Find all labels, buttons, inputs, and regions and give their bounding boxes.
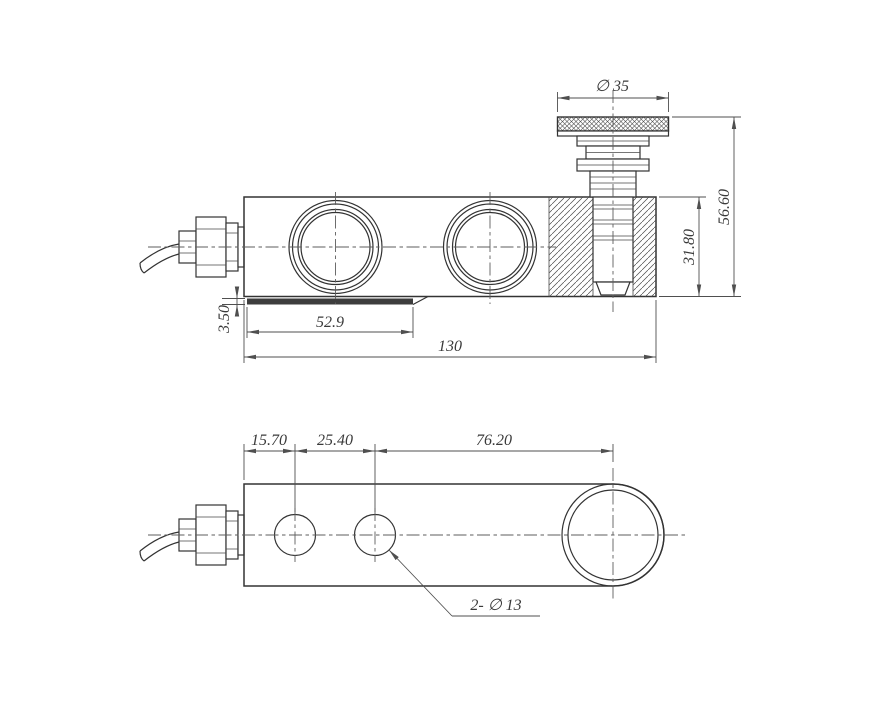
cable-outline-bottom [143,253,180,274]
dim-cap-diameter: ∅ 35 [557,78,669,112]
dim-slot-length: 52.9 [246,307,414,338]
dim-label-slot-length: 52.9 [316,314,344,331]
dim-label-gap: 3.50 [216,305,233,334]
dim-label-total-height: 56.60 [716,189,733,225]
dim-total-height: 56.60 [659,116,741,297]
dim-label-cap-diameter: ∅ 35 [595,78,629,95]
hatch-right-of-bore [633,197,656,297]
top-view: ∅ 35 56.60 31.80 3.50 52.9 [139,78,741,363]
slot-end-step [412,295,429,306]
bottom-view-centerlines [148,468,688,602]
cable-end [139,262,145,274]
bottom-slot-strip [247,298,413,305]
top-view-centerlines [148,90,614,312]
cable-outline-top [139,243,180,264]
leader-line [388,549,453,617]
dim-label-body-height: 31.80 [681,229,698,266]
dim-label-hole-spacing: 25.40 [317,432,353,449]
gland-facet-lines [179,228,238,266]
extension-lines [557,92,669,112]
dim-overall-length: 130 [243,300,657,363]
bore-wall-lines [592,282,634,297]
dim-chain: 15.70 25.40 76.20 [243,432,614,512]
dim-label-overall-length: 130 [438,338,462,355]
dim-label-hole1-offset: 15.70 [251,432,287,449]
hatch-left-of-bore [549,197,593,297]
extension-lines [222,298,245,305]
extension-lines [243,444,614,512]
extension-lines [659,116,741,297]
dim-body-height: 31.80 [659,196,706,297]
dim-gap: 3.50 [216,286,245,334]
bolt-holes-leader: 2- ∅ 13 [388,549,540,617]
label-bolt-holes: 2- ∅ 13 [470,597,521,614]
dim-label-button-offset: 76.20 [476,432,512,449]
extension-lines [243,300,657,363]
bottom-view: 15.70 25.40 76.20 2- ∅ 13 [139,432,688,617]
